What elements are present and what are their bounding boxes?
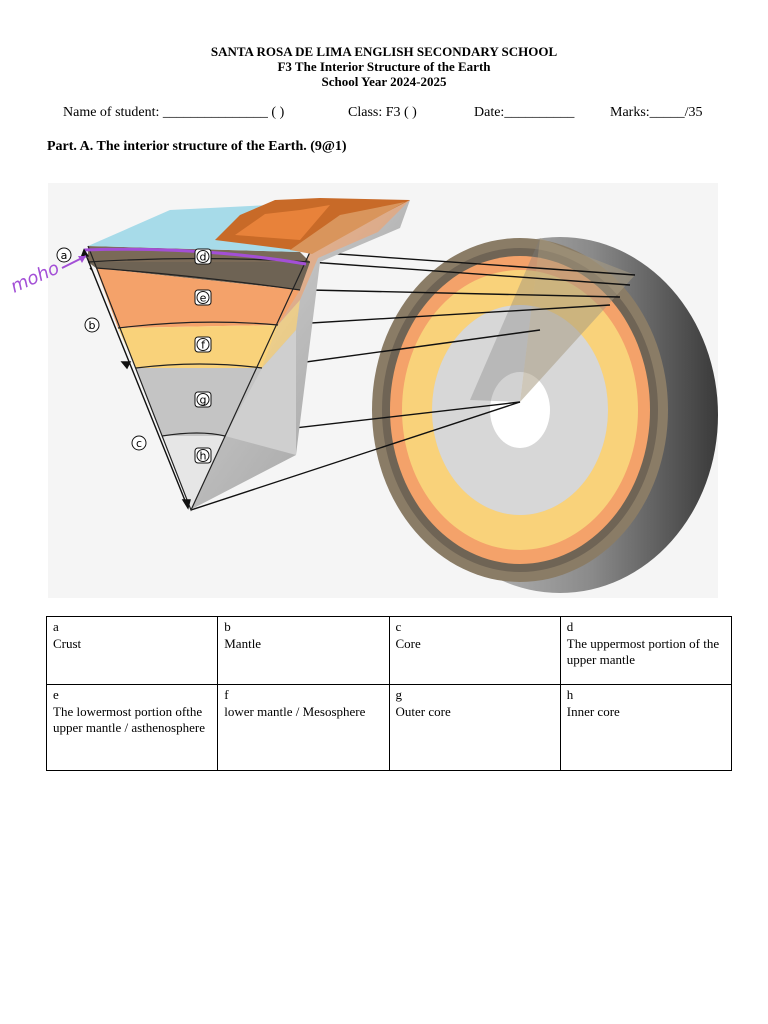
svg-text:e: e [200, 292, 207, 305]
svg-text:a: a [61, 249, 68, 262]
sphere-wedge-shadow [470, 238, 540, 402]
svg-text:c: c [136, 437, 142, 450]
layer-d [88, 262, 310, 290]
svg-text:f: f [201, 339, 206, 352]
label-f: f [194, 336, 212, 353]
date-field: Date:__________ [474, 105, 575, 120]
label-e: e [194, 289, 212, 306]
label-c: c [131, 435, 147, 451]
class-field: Class: F3 ( ) [348, 105, 417, 120]
svg-text:d: d [200, 251, 207, 264]
marks-field: Marks:_____/35 [610, 105, 703, 120]
svg-text:h: h [200, 450, 207, 463]
layer-labels: a b c d e f g h [56, 247, 212, 464]
svg-text:g: g [200, 394, 207, 407]
school-name: SANTA ROSA DE LIMA ENGLISH SECONDARY SCH… [210, 44, 558, 59]
student-name-field: Name of student: _______________ ( ) [63, 105, 285, 120]
earth-structure-diagram: moho a b c d e f g h [7, 183, 718, 598]
label-d: d [194, 248, 212, 265]
worksheet-title: F3 The Interior Structure of the Earth [277, 59, 491, 74]
sphere-inner-core-cavity [490, 372, 550, 448]
label-b: b [84, 317, 100, 333]
school-year: School Year 2024-2025 [321, 74, 447, 89]
label-h: h [194, 447, 212, 464]
earth-sphere [372, 237, 718, 593]
label-a: a [56, 247, 72, 263]
svg-text:b: b [89, 319, 96, 332]
label-g: g [194, 391, 212, 408]
part-a-title: Part. A. The interior structure of the E… [47, 139, 347, 154]
